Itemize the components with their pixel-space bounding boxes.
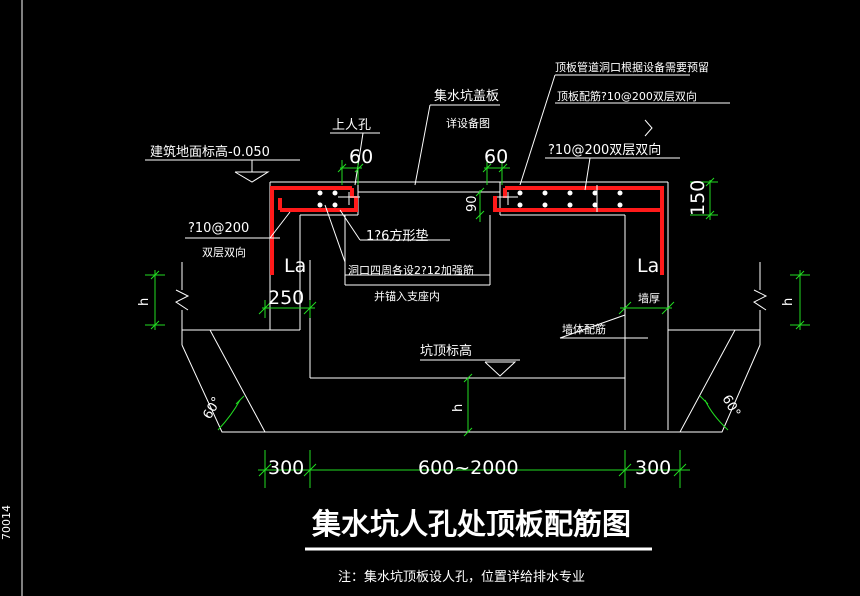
la-left-label: La (284, 255, 306, 277)
slab-reinforcement-label: 顶板配筋?10@200双层双向 (557, 89, 697, 103)
dim-60-left: 60 (349, 146, 373, 168)
cover-plate-label: 集水坑盖板 (434, 88, 499, 104)
pipe-opening-note: 顶板管道洞口根据设备需要预留 (555, 60, 709, 74)
rebar-right-label: ?10@200双层双向 (548, 142, 661, 158)
cover-plate-detail-label: 详设备图 (446, 116, 490, 130)
la-right-label: La (637, 255, 659, 277)
drawing-title: 集水坑人孔处顶板配筋图 (311, 507, 631, 541)
wall-reinforcement-label: 墙体配筋 (562, 322, 606, 336)
drawing-title-block: 集水坑人孔处顶板配筋图 注：集水坑顶板设人孔，位置详给排水专业 (305, 507, 652, 585)
dimension-lines (145, 160, 810, 488)
wall-thickness-label: 墙厚 (638, 291, 660, 305)
pit-top-elevation-label: 坑顶标高 (420, 343, 472, 359)
h-left-label: h (137, 298, 152, 306)
hole-reinforcement-label: 洞口四周各设2?12加强筋 (348, 263, 474, 277)
structure-outline (21, 0, 768, 596)
left-slope (181, 329, 266, 433)
dim-300-right: 300 (635, 457, 671, 479)
slab-rebar (270, 186, 664, 275)
h-right-label: h (781, 298, 796, 306)
h-center-label: h (451, 404, 466, 412)
rebar-left-sublabel: 双层双向 (202, 245, 246, 259)
dim-90: 90 (465, 195, 480, 212)
leader-lines (145, 74, 730, 377)
dim-150: 150 (687, 180, 709, 216)
rebar-left-top (270, 186, 352, 275)
anchor-label: 并锚入支座内 (374, 289, 440, 303)
annotations: 建筑地面标高-0.050 上人孔 集水坑盖板 详设备图 顶板管道洞口根据设备需要… (0, 60, 796, 540)
rebar-left-label: ?10@200 (188, 221, 249, 236)
dim-span: 600~2000 (418, 457, 519, 479)
dim-300-left: 300 (268, 457, 304, 479)
angle-right-label: 60° (719, 393, 744, 420)
dim-250: 250 (268, 287, 304, 309)
side-sheet-number: 70014 (0, 505, 13, 540)
floor-elevation-label: 建筑地面标高-0.050 (150, 144, 270, 160)
cover-plate (357, 181, 501, 193)
dim-60-right: 60 (484, 146, 508, 168)
rebar-right-top (505, 186, 664, 275)
drawing-note: 注：集水坑顶板设人孔，位置详给排水专业 (338, 569, 585, 585)
square-pad-label: 1?6方形垫 (366, 228, 428, 244)
right-slope (679, 329, 761, 433)
rebar-right-bottom (493, 196, 662, 212)
square-pad-marks (338, 185, 598, 212)
rebar-left-bottom (280, 196, 358, 212)
rebar-dots (317, 190, 623, 208)
angle-left-label: 60° (200, 395, 225, 422)
angle-arc-left (217, 399, 241, 431)
manhole-label: 上人孔 (332, 118, 371, 133)
